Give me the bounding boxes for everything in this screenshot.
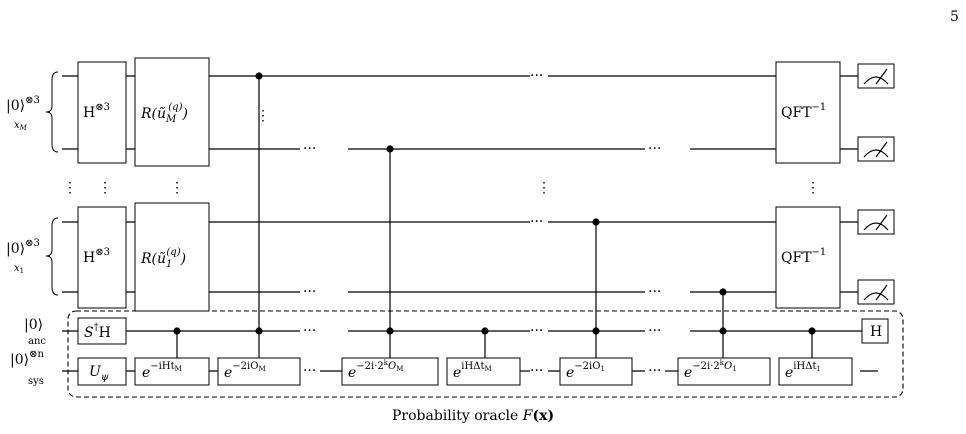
vdots: ⋮ — [806, 180, 820, 196]
svg-text:e−2iOM: e−2iOM — [224, 361, 266, 381]
svg-text:e−iHtM: e−iHtM — [142, 361, 182, 381]
vdots: ⋮ — [256, 108, 270, 124]
control-dot — [386, 145, 394, 153]
control-dot — [386, 327, 394, 335]
oracle-gate-1: e−2iO1 — [559, 357, 633, 386]
qft-inverse-gate-x1: QFT−1 — [775, 206, 841, 309]
oracle-boundary — [67, 310, 904, 398]
oracle-power-gate-M: e−2i·2kOM — [341, 357, 439, 386]
svg-text:QFT−1: QFT−1 — [781, 102, 826, 121]
ellipsis: ··· — [530, 68, 543, 84]
vdots: ⋮ — [537, 180, 551, 196]
svg-text:QFT−1: QFT−1 — [781, 247, 826, 266]
control-dots — [173, 72, 816, 335]
svg-text:x1: x1 — [14, 263, 24, 275]
reverse-evolution-gate-1: eiHΔt1 — [778, 357, 853, 386]
svg-text:xM: xM — [14, 120, 28, 132]
final-hadamard-gate: H — [861, 318, 889, 344]
svg-text:e−2i·2kOM: e−2i·2kOM — [348, 359, 403, 381]
control-dot — [592, 327, 600, 335]
svg-text:R(ũ1(q)): R(ũ1(q)) — [140, 247, 186, 270]
wire-ellipses: ··· ··· ··· ··· ··· ··· ··· ··· ··· ··· … — [303, 68, 661, 379]
control-dot — [255, 327, 263, 335]
svg-text:|0⟩: |0⟩ — [24, 317, 43, 333]
control-lines — [176, 76, 813, 358]
sdagger-h-gate: S†H — [77, 317, 127, 345]
svg-text:S†H: S†H — [84, 322, 111, 341]
svg-text:|0⟩⊗3: |0⟩⊗3 — [6, 238, 40, 257]
ellipsis: ··· — [648, 323, 661, 339]
svg-text:anc: anc — [28, 336, 46, 347]
page-number: 5 — [950, 9, 959, 25]
control-dot — [592, 218, 600, 226]
u-psi-gate: Uψ — [77, 357, 127, 386]
svg-text:H⊗3: H⊗3 — [83, 102, 110, 121]
qft-inverse-gate-xM: QFT−1 — [775, 61, 841, 164]
oracle-power-gate-1: e−2i·2kO1 — [677, 357, 771, 386]
measurement-icon — [857, 136, 895, 162]
rotation-gate-M: R(ũM(q)) — [134, 57, 210, 167]
ellipsis: ··· — [303, 323, 316, 339]
register-label-xM: |0⟩⊗3 xM — [6, 71, 59, 153]
svg-text:e−2i·2kO1: e−2i·2kO1 — [684, 359, 737, 381]
measurement-icon — [857, 279, 895, 305]
rotation-gate-1: R(ũ1(q)) — [134, 202, 210, 312]
svg-text:e−2iO1: e−2iO1 — [566, 361, 605, 381]
ellipsis: ··· — [303, 363, 316, 379]
oracle-caption: Probability oracle F(x) — [392, 408, 554, 424]
svg-text:H: H — [870, 324, 882, 340]
ellipsis: ··· — [648, 363, 661, 379]
hadamard-gate-x1: H⊗3 — [77, 206, 127, 309]
measurement-icon — [857, 63, 895, 89]
svg-text:eiHΔtM: eiHΔtM — [453, 361, 492, 381]
ellipsis: ··· — [530, 363, 543, 379]
vdots: ⋮ — [63, 180, 77, 196]
svg-text:H⊗3: H⊗3 — [83, 247, 110, 266]
ellipsis: ··· — [530, 214, 543, 230]
svg-text:R(ũM(q)): R(ũM(q)) — [140, 102, 188, 125]
hadamard-gate-xM: H⊗3 — [77, 61, 127, 164]
control-dot — [719, 288, 727, 296]
control-dot — [719, 327, 727, 335]
svg-text:Uψ: Uψ — [89, 364, 109, 383]
ellipsis: ··· — [648, 284, 661, 300]
register-label-anc: |0⟩ anc — [24, 317, 46, 347]
vdots: ⋮ — [170, 180, 184, 196]
ellipsis: ··· — [303, 284, 316, 300]
ellipsis: ··· — [530, 323, 543, 339]
control-dot — [255, 72, 263, 80]
measurement-icon — [857, 209, 895, 235]
control-dot — [481, 327, 489, 335]
oracle-gate-M: e−2iOM — [217, 357, 301, 386]
time-evolution-gate-M: e−iHtM — [134, 357, 210, 386]
control-dot — [808, 327, 816, 335]
svg-text:sys: sys — [28, 376, 44, 387]
reverse-evolution-gate-M: eiHΔtM — [446, 357, 521, 386]
ellipsis: ··· — [303, 141, 316, 157]
vdots: ⋮ — [98, 180, 112, 196]
register-label-x1: |0⟩⊗3 x1 — [6, 217, 59, 296]
svg-text:eiHΔt1: eiHΔt1 — [785, 361, 821, 381]
svg-text:|0⟩⊗n: |0⟩⊗n — [10, 349, 44, 368]
register-label-sys: |0⟩⊗n sys — [10, 349, 44, 387]
ellipsis: ··· — [648, 141, 661, 157]
control-dot — [173, 327, 181, 335]
svg-text:|0⟩⊗3: |0⟩⊗3 — [6, 95, 40, 114]
